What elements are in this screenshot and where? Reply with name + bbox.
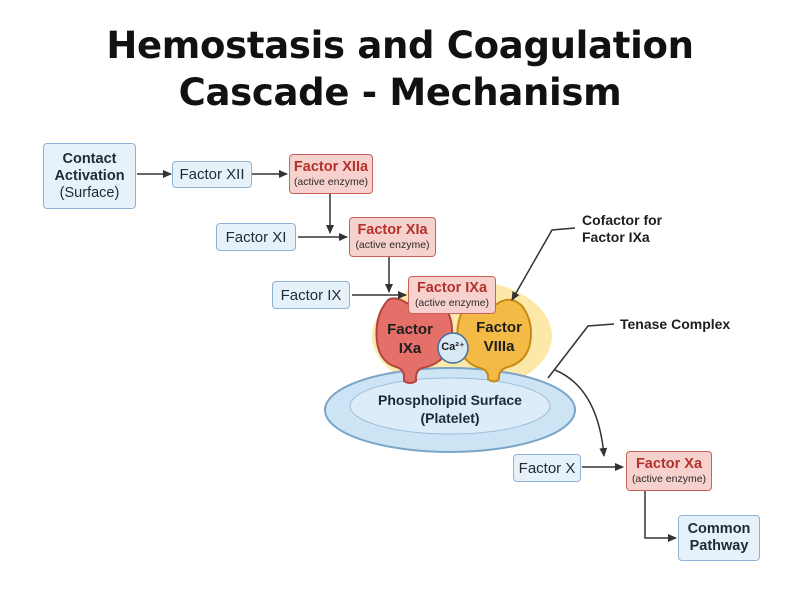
factor-xa-label: Factor Xa	[635, 456, 703, 472]
factor-viiia-shape-label: Factor VIIIa	[468, 318, 530, 356]
factor-xiia-sub: (active enzyme)	[293, 176, 369, 188]
surface-line-1: Phospholipid Surface	[378, 392, 522, 408]
common-pathway-node: Common Pathway	[678, 515, 760, 561]
factor-xiia-node: Factor XIIa (active enzyme)	[289, 154, 373, 194]
factor-ixa-label: Factor IXa	[416, 280, 488, 296]
cofactor-line-2: Factor IXa	[582, 229, 650, 245]
title-line-2: Cascade - Mechanism	[178, 71, 622, 114]
tenase-complex-annotation: Tenase Complex	[620, 316, 730, 333]
factor-viiia-shape	[456, 297, 532, 383]
common-line-1: Common	[687, 521, 751, 537]
factor-xi-label: Factor XI	[225, 228, 287, 246]
ixa-shape-line-2: IXa	[398, 340, 422, 357]
factor-xa-node: Factor Xa (active enzyme)	[626, 451, 712, 491]
calcium-ion-label: Ca²⁺	[438, 340, 468, 355]
arrow-cofactor	[511, 227, 576, 301]
page-title: Hemostasis and Coagulation Cascade - Mec…	[0, 22, 800, 116]
factor-xi-node: Factor XI	[216, 223, 296, 251]
factor-x-label: Factor X	[518, 459, 576, 477]
arrow-complex-to-xa	[554, 369, 608, 457]
title-line-1: Hemostasis and Coagulation	[106, 24, 694, 67]
line-tenase-label	[547, 323, 615, 379]
ixa-shape-line-1: Factor	[387, 321, 433, 338]
contact-line-1: Contact	[62, 150, 117, 167]
factor-xa-sub: (active enzyme)	[631, 473, 707, 485]
factor-xiia-label: Factor XIIa	[293, 159, 369, 175]
contact-activation-node: Contact Activation (Surface)	[43, 143, 136, 209]
contact-line-3: (Surface)	[59, 184, 120, 201]
factor-x-node: Factor X	[513, 454, 581, 482]
factor-xii-node: Factor XII	[172, 161, 252, 188]
arrow-xa-to-common	[644, 489, 677, 542]
calcium-ion-shape	[437, 332, 469, 364]
tenase-text: Tenase Complex	[620, 316, 731, 332]
factor-xia-sub: (active enzyme)	[355, 239, 430, 251]
viiia-shape-line-2: VIIIa	[483, 338, 515, 355]
cofactor-line-1: Cofactor for	[582, 212, 663, 228]
viiia-shape-line-1: Factor	[476, 319, 522, 336]
factor-ixa-node: Factor IXa (active enzyme)	[408, 276, 496, 314]
factor-ixa-sub: (active enzyme)	[414, 297, 490, 309]
factor-ix-label: Factor IX	[280, 286, 342, 304]
factor-xia-label: Factor XIa	[357, 222, 428, 238]
calcium-text: Ca²⁺	[441, 341, 465, 353]
factor-ix-node: Factor IX	[272, 281, 350, 309]
phospholipid-surface-inner	[349, 377, 551, 435]
phospholipid-surface-label: Phospholipid Surface (Platelet)	[350, 391, 550, 427]
surface-line-2: (Platelet)	[420, 410, 480, 426]
cofactor-annotation: Cofactor for Factor IXa	[582, 212, 662, 246]
contact-line-2: Activation	[54, 167, 125, 184]
factor-xia-node: Factor XIa (active enzyme)	[349, 217, 436, 257]
factor-ixa-shape-label: Factor IXa	[380, 320, 440, 358]
factor-xii-label: Factor XII	[179, 166, 245, 183]
common-line-2: Pathway	[689, 538, 749, 554]
